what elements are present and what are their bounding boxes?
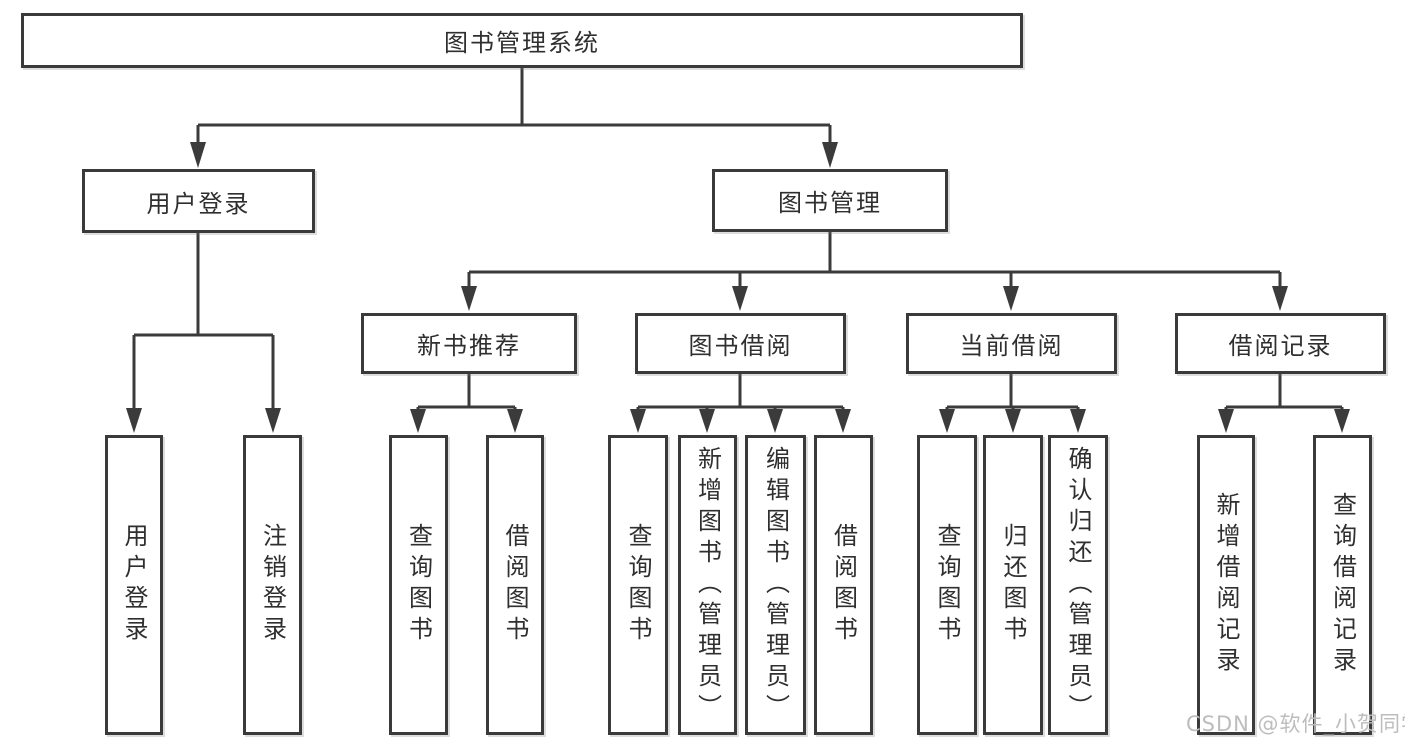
arrowhead xyxy=(126,408,142,433)
node-records-add-record: 新增借阅记录 xyxy=(1197,435,1255,735)
node-label: 用户登录 xyxy=(120,523,148,647)
node-userlogin-login: 用户登录 xyxy=(105,435,163,735)
node-userlogin-logout: 注销登录 xyxy=(243,435,302,735)
node-label: 图书管理 xyxy=(778,189,882,217)
node-label: 图书借阅 xyxy=(688,332,793,360)
arrowhead xyxy=(699,409,715,433)
node-newbook-query-books: 查询图书 xyxy=(389,435,448,735)
watermark: CSDN @软件_小贺同学 xyxy=(1186,712,1405,736)
connector-line xyxy=(132,233,275,412)
node-label: 查询借阅记录 xyxy=(1328,492,1357,678)
node-label: 图书管理系统 xyxy=(444,29,600,57)
connector-book-borrowing-to-children xyxy=(630,374,851,433)
node-current-query-books: 查询图书 xyxy=(917,435,977,735)
node-label: 用户登录 xyxy=(146,189,251,218)
arrowhead xyxy=(732,286,748,311)
node-user-login: 用户登录 xyxy=(82,169,315,233)
node-borrowing-query-books: 查询图书 xyxy=(608,435,668,735)
node-label: 编辑图书（管理员） xyxy=(761,445,790,725)
node-label: 注销登录 xyxy=(258,523,287,647)
node-borrowing-records: 借阅记录 xyxy=(1175,313,1386,374)
arrowhead xyxy=(1272,286,1288,311)
arrowhead xyxy=(410,409,426,433)
connector-current-borrowing-to-children xyxy=(939,374,1086,433)
node-borrowing-edit-books-admin: 编辑图书（管理员） xyxy=(745,435,806,735)
connector-line xyxy=(416,374,517,412)
arrowhead xyxy=(939,409,955,433)
node-label: 当前借阅 xyxy=(959,332,1064,360)
node-current-return-books: 归还图书 xyxy=(983,435,1043,735)
arrowhead xyxy=(822,142,838,168)
node-label: 新增借阅记录 xyxy=(1212,492,1240,678)
arrowhead xyxy=(265,408,281,433)
node-label: 确认归还（管理员） xyxy=(1064,445,1092,725)
arrowhead xyxy=(1218,409,1234,433)
arrowhead xyxy=(630,409,646,433)
arrowhead xyxy=(1003,286,1019,311)
node-borrowing-add-books-admin: 新增图书（管理员） xyxy=(678,435,737,735)
node-label: 借阅图书 xyxy=(501,523,529,647)
arrowhead xyxy=(1334,409,1350,433)
node-label: 查询图书 xyxy=(624,523,652,647)
node-label: 借阅记录 xyxy=(1228,332,1333,360)
arrowhead xyxy=(190,142,206,168)
connector-user-login-to-children xyxy=(126,233,281,433)
connector-line xyxy=(467,232,1282,290)
arrowhead xyxy=(835,409,851,433)
connector-root-to-children xyxy=(190,68,838,168)
connector-new-book-to-children xyxy=(410,374,523,433)
node-label: 归还图书 xyxy=(999,523,1027,647)
node-current-confirm-return-admin: 确认归还（管理员） xyxy=(1048,435,1108,735)
node-new-book-recommend: 新书推荐 xyxy=(361,313,577,374)
arrowhead xyxy=(767,409,783,433)
node-label: 查询图书 xyxy=(404,523,433,647)
node-library-management-system: 图书管理系统 xyxy=(21,13,1023,68)
connector-line xyxy=(1224,374,1344,412)
node-label: 新增图书（管理员） xyxy=(693,445,722,725)
node-book-borrowing: 图书借阅 xyxy=(635,313,846,374)
node-label: 新书推荐 xyxy=(417,332,521,360)
connector-book-management-to-children xyxy=(461,232,1288,311)
arrowhead xyxy=(507,409,523,433)
connector-line xyxy=(636,374,845,412)
node-newbook-borrow-books: 借阅图书 xyxy=(486,435,544,735)
arrowhead xyxy=(461,286,477,311)
connector-borrowing-records-to-children xyxy=(1218,374,1350,433)
connector-line xyxy=(196,68,832,146)
connector-line xyxy=(945,374,1080,412)
node-label: 借阅图书 xyxy=(829,523,858,647)
arrowhead xyxy=(1005,409,1021,433)
arrowhead xyxy=(1070,409,1086,433)
node-borrowing-borrow-books: 借阅图书 xyxy=(814,435,873,735)
node-current-borrowing: 当前借阅 xyxy=(906,313,1117,374)
node-book-management: 图书管理 xyxy=(712,169,948,232)
node-records-query-record: 查询借阅记录 xyxy=(1313,435,1372,735)
node-label: 查询图书 xyxy=(933,523,961,647)
